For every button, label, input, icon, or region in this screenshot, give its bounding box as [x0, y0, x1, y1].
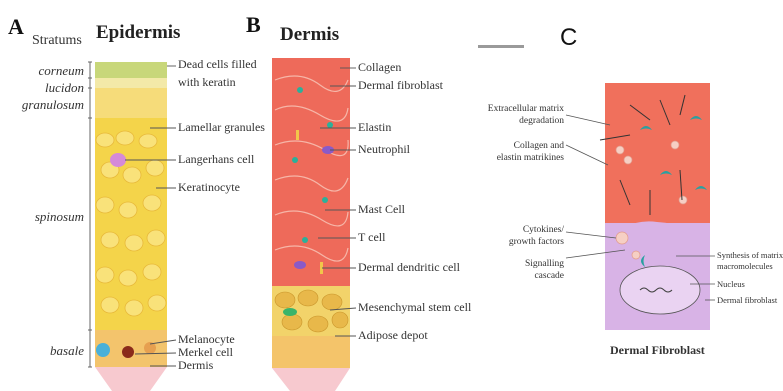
- panel-b-letter: B: [246, 12, 261, 38]
- epidermis-illustration: [95, 62, 167, 391]
- faint-text-scrap: [478, 45, 524, 48]
- stratum-basale: basale: [12, 344, 84, 357]
- label-nucleus: Nucleus: [717, 279, 745, 290]
- fibroblast-caption: Dermal Fibroblast: [610, 344, 705, 357]
- label-dead-cells: Dead cells filled: [178, 58, 257, 71]
- label-synthesis-1: Synthesis of matrix: [717, 250, 783, 261]
- label-mast-cell: Mast Cell: [358, 203, 405, 216]
- label-matrikines-1: Collagen and: [480, 141, 564, 152]
- stratum-spinosum: spinosum: [12, 210, 84, 223]
- label-with-keratin: with keratin: [178, 76, 236, 89]
- label-ecm-degradation-2: degradation: [480, 116, 564, 127]
- fibroblast-illustration: [600, 83, 710, 330]
- label-keratinocyte: Keratinocyte: [178, 181, 240, 194]
- panel-c-letter: C: [560, 24, 577, 52]
- label-mesenchymal-stem-cell: Mesenchymal stem cell: [358, 301, 471, 314]
- label-elastin: Elastin: [358, 121, 391, 134]
- stratum-lucidon: lucidon: [12, 81, 84, 94]
- label-signalling-1: Signalling: [480, 259, 564, 270]
- label-synthesis-2: macromolecules: [717, 261, 773, 272]
- label-dermal-dendritic-cell: Dermal dendritic cell: [358, 261, 460, 274]
- label-ecm-degradation-1: Extracellular matrix: [480, 104, 564, 115]
- label-signalling-2: cascade: [480, 271, 564, 282]
- dermis-title: Dermis: [280, 24, 339, 46]
- label-lamellar-granules: Lamellar granules: [178, 121, 265, 134]
- label-langerhans-cell: Langerhans cell: [178, 153, 254, 166]
- label-dermis: Dermis: [178, 359, 213, 372]
- label-dermal-fibroblast-c: Dermal fibroblast: [717, 295, 777, 306]
- label-collagen: Collagen: [358, 61, 401, 74]
- label-cytokines-1: Cytokines/: [480, 225, 564, 236]
- label-matrikines-2: elastin matrikines: [480, 153, 564, 164]
- stratum-granulosum: granulosum: [12, 98, 84, 111]
- label-cytokines-2: growth factors: [480, 237, 564, 248]
- label-t-cell: T cell: [358, 231, 385, 244]
- stratum-corneum: corneum: [12, 64, 84, 77]
- label-neutrophil: Neutrophil: [358, 143, 410, 156]
- label-dermal-fibroblast: Dermal fibroblast: [358, 79, 443, 92]
- label-adipose-depot: Adipose depot: [358, 329, 428, 342]
- dermis-illustration: [272, 58, 350, 391]
